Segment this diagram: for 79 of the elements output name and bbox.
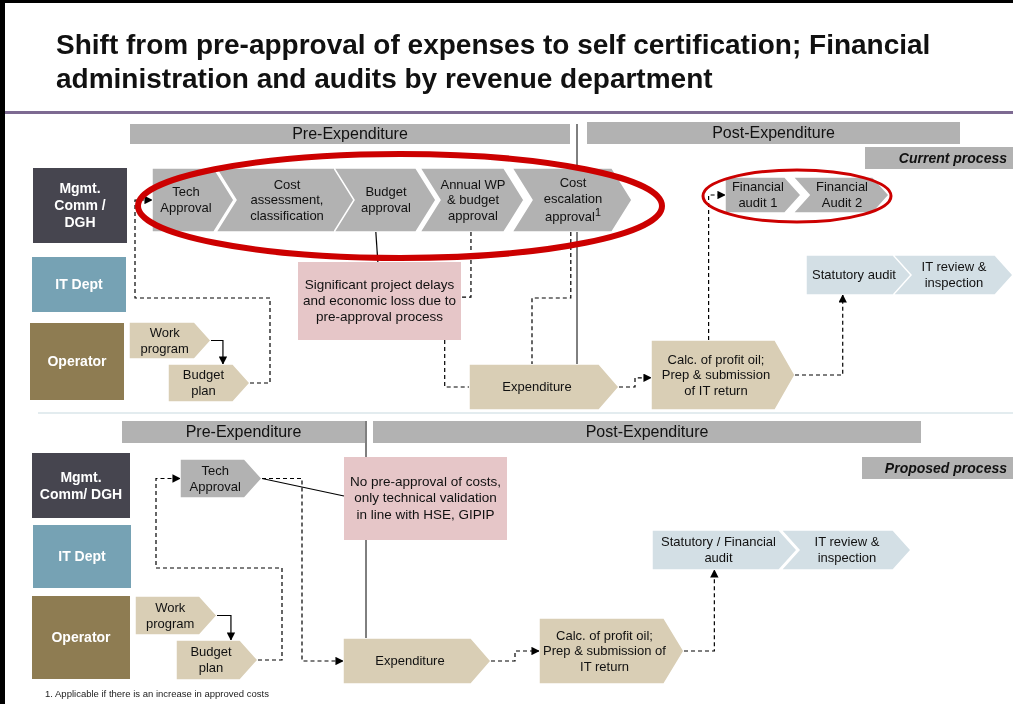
step-label: Budget approval	[360, 184, 412, 216]
step-label: Annual WP & budget approval	[440, 176, 506, 224]
process-step	[334, 168, 436, 232]
process-tag	[862, 457, 1013, 479]
lane-header	[33, 525, 131, 588]
phase-label: Post-Expenditure	[585, 422, 709, 442]
phase-label: Pre-Expenditure	[185, 422, 302, 442]
process-step	[168, 364, 250, 402]
process-step	[129, 322, 211, 359]
step-label: Statutory audit	[812, 267, 896, 283]
process-step	[793, 177, 889, 213]
step-label: IT review & inspection	[920, 259, 988, 291]
connector-line	[261, 477, 345, 497]
arrow	[794, 294, 847, 376]
connector-line	[460, 231, 472, 298]
process-step	[539, 618, 684, 684]
arrow	[490, 646, 540, 662]
step-label: Budget plan	[181, 367, 226, 399]
process-step	[512, 168, 632, 232]
step-label: Calc. of profit oil; Prep & submission of IT return	[660, 351, 772, 399]
phase-band	[373, 421, 921, 443]
step-label: IT review & inspection	[813, 534, 881, 566]
step-label: Work program	[139, 324, 190, 357]
step-label: Expenditure	[375, 653, 445, 669]
process-step	[725, 177, 801, 213]
process-step	[180, 459, 262, 498]
step-label: Financial audit 1	[730, 179, 785, 211]
step-label: Calc. of profit oil; Prep & submission of IT return	[543, 627, 666, 675]
lane-label: Mgmt. Comm / DGH	[53, 180, 107, 231]
process-step	[176, 640, 258, 680]
step-label: Tech Approval	[159, 184, 213, 216]
step-label: Cost escalation approval$^{1}$	[542, 174, 604, 226]
tag-label: Proposed process	[884, 459, 1007, 477]
phase-band	[130, 124, 570, 144]
step-label: Significant project delays and economic loss due to pre-approval process	[302, 276, 457, 326]
connector-line	[375, 231, 379, 263]
callout-box	[298, 262, 461, 340]
process-step	[420, 168, 524, 232]
step-label: Expenditure	[502, 379, 572, 395]
process-step	[469, 364, 619, 410]
lane-header	[30, 323, 124, 400]
lane-header	[32, 596, 130, 679]
process-step	[135, 596, 217, 635]
step-label: Budget plan	[189, 644, 233, 676]
slide-title: Shift from pre-approval of expenses to self certification; Financial administration and audits by revenue department	[56, 28, 932, 97]
phase-label: Pre-Expenditure	[292, 124, 408, 144]
process-step	[343, 638, 491, 684]
arrow	[618, 373, 652, 388]
tag-label: Current process	[898, 149, 1007, 167]
step-label: Financial Audit 2	[815, 179, 869, 211]
lane-header	[32, 453, 130, 518]
process-tag	[865, 147, 1013, 169]
phase-band	[122, 421, 365, 443]
step-label: Cost assessment, classification	[249, 176, 325, 224]
arrow	[155, 474, 283, 661]
lane-label: IT Dept	[55, 276, 103, 293]
step-label: Work program	[145, 599, 196, 632]
callout-box	[344, 457, 507, 540]
lane-label: Operator	[51, 629, 111, 646]
arrow	[134, 195, 271, 384]
process-step	[651, 340, 795, 410]
lane-header	[32, 257, 126, 312]
step-label: Statutory / Financial audit	[660, 534, 777, 566]
arrow	[683, 569, 719, 652]
lane-label: IT Dept	[58, 548, 106, 565]
lane-label: Operator	[47, 353, 107, 370]
lane-label: Mgmt. Comm/ DGH	[38, 468, 124, 503]
footnote: 1. Applicable if there is an increase in approved costs	[45, 688, 269, 699]
phase-label: Post-Expenditure	[712, 123, 835, 143]
arrow	[708, 190, 726, 341]
connector-line	[531, 231, 572, 365]
arrow	[210, 339, 228, 365]
arrow	[216, 614, 236, 641]
lane-header	[33, 168, 127, 243]
phase-band	[587, 122, 960, 144]
process-step	[652, 530, 797, 570]
step-label: No pre-approval of costs, only technical validation in line with HSE, GIPIP	[349, 474, 502, 523]
process-step	[781, 530, 911, 570]
step-label: Tech Approval	[188, 462, 242, 495]
